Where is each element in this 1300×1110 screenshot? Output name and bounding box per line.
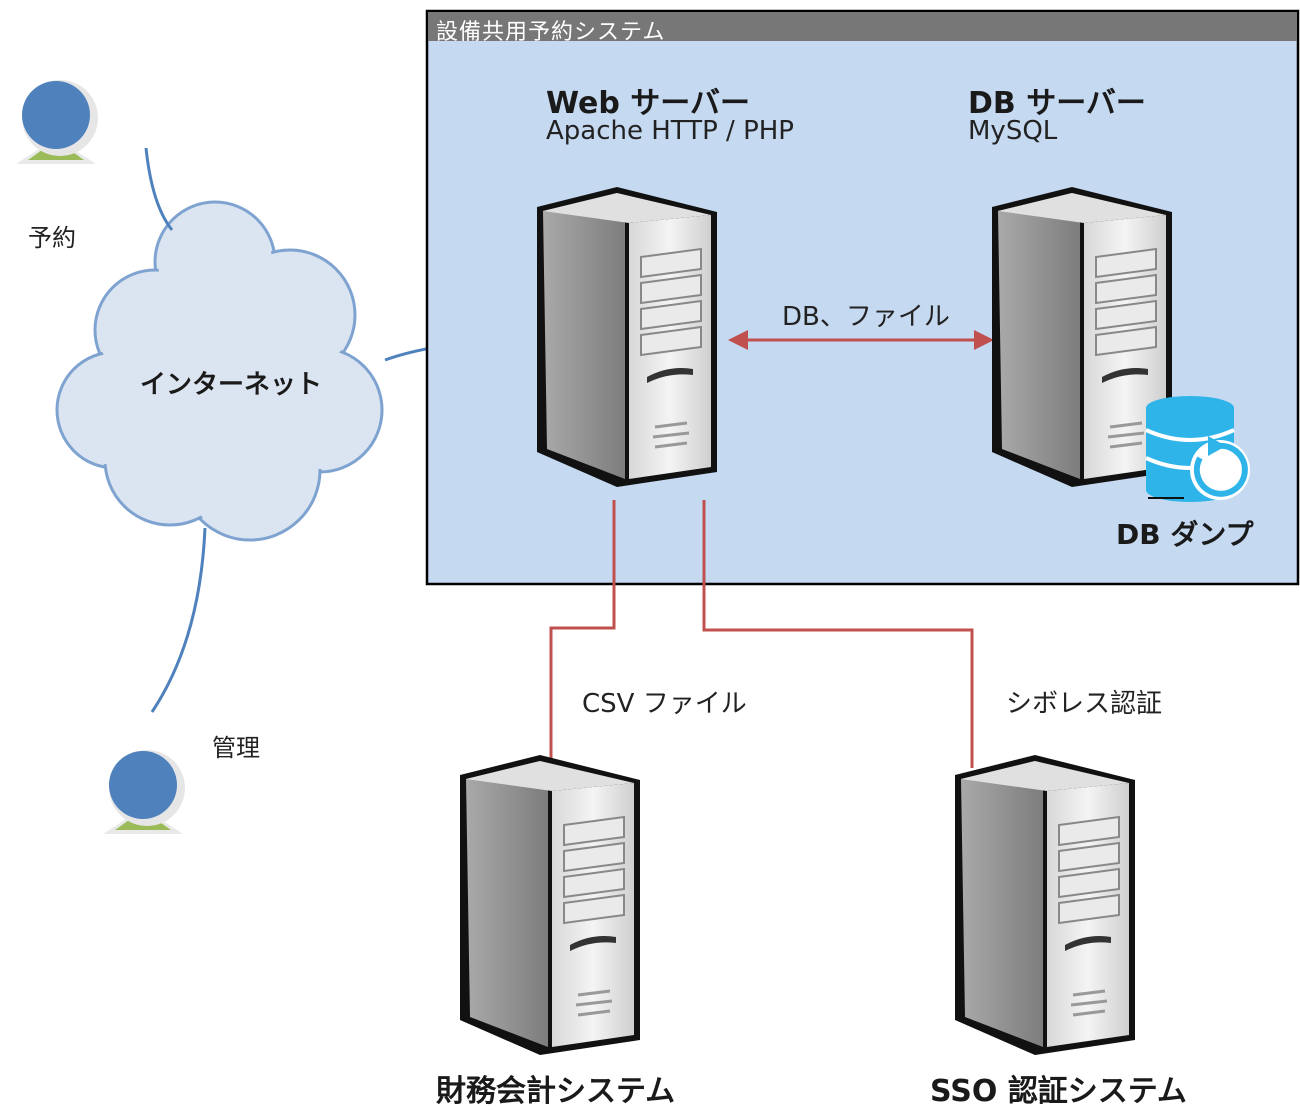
db-server-icon [990,185,1174,489]
user-admin-label: 管理 [212,734,260,762]
user-reserve-icon [16,80,98,164]
web-server-subtitle: Apache HTTP / PHP [546,116,794,146]
web-server-title: Web サーバー [546,86,750,121]
csv-connection-label: CSV ファイル [582,689,747,719]
finance-system-label: 財務会計システム [436,1074,676,1109]
red-links [549,338,982,768]
shibboleth-connection-label: シボレス認証 [1006,689,1163,719]
double-arrow-heads [728,330,994,350]
system-title: 設備共用予約システム [436,20,666,45]
sso-system-label: SSO 認証システム [930,1074,1187,1109]
system-title-bar [428,12,1297,41]
db-server-title: DB サーバー [968,86,1146,121]
internet-label: インターネット [140,370,323,400]
db-dump-label: DB ダンプ [1116,518,1254,551]
web-db-connection-label: DB、ファイル [782,302,950,332]
finance-server-icon [458,753,642,1057]
user-admin-icon [103,750,185,834]
user-reserve-label: 予約 [28,224,76,252]
internet-cloud [55,200,384,542]
database-dump-icon [1145,396,1250,502]
db-server-subtitle: MySQL [968,116,1058,146]
web-server-icon [535,185,719,489]
sso-server-icon [953,753,1137,1057]
